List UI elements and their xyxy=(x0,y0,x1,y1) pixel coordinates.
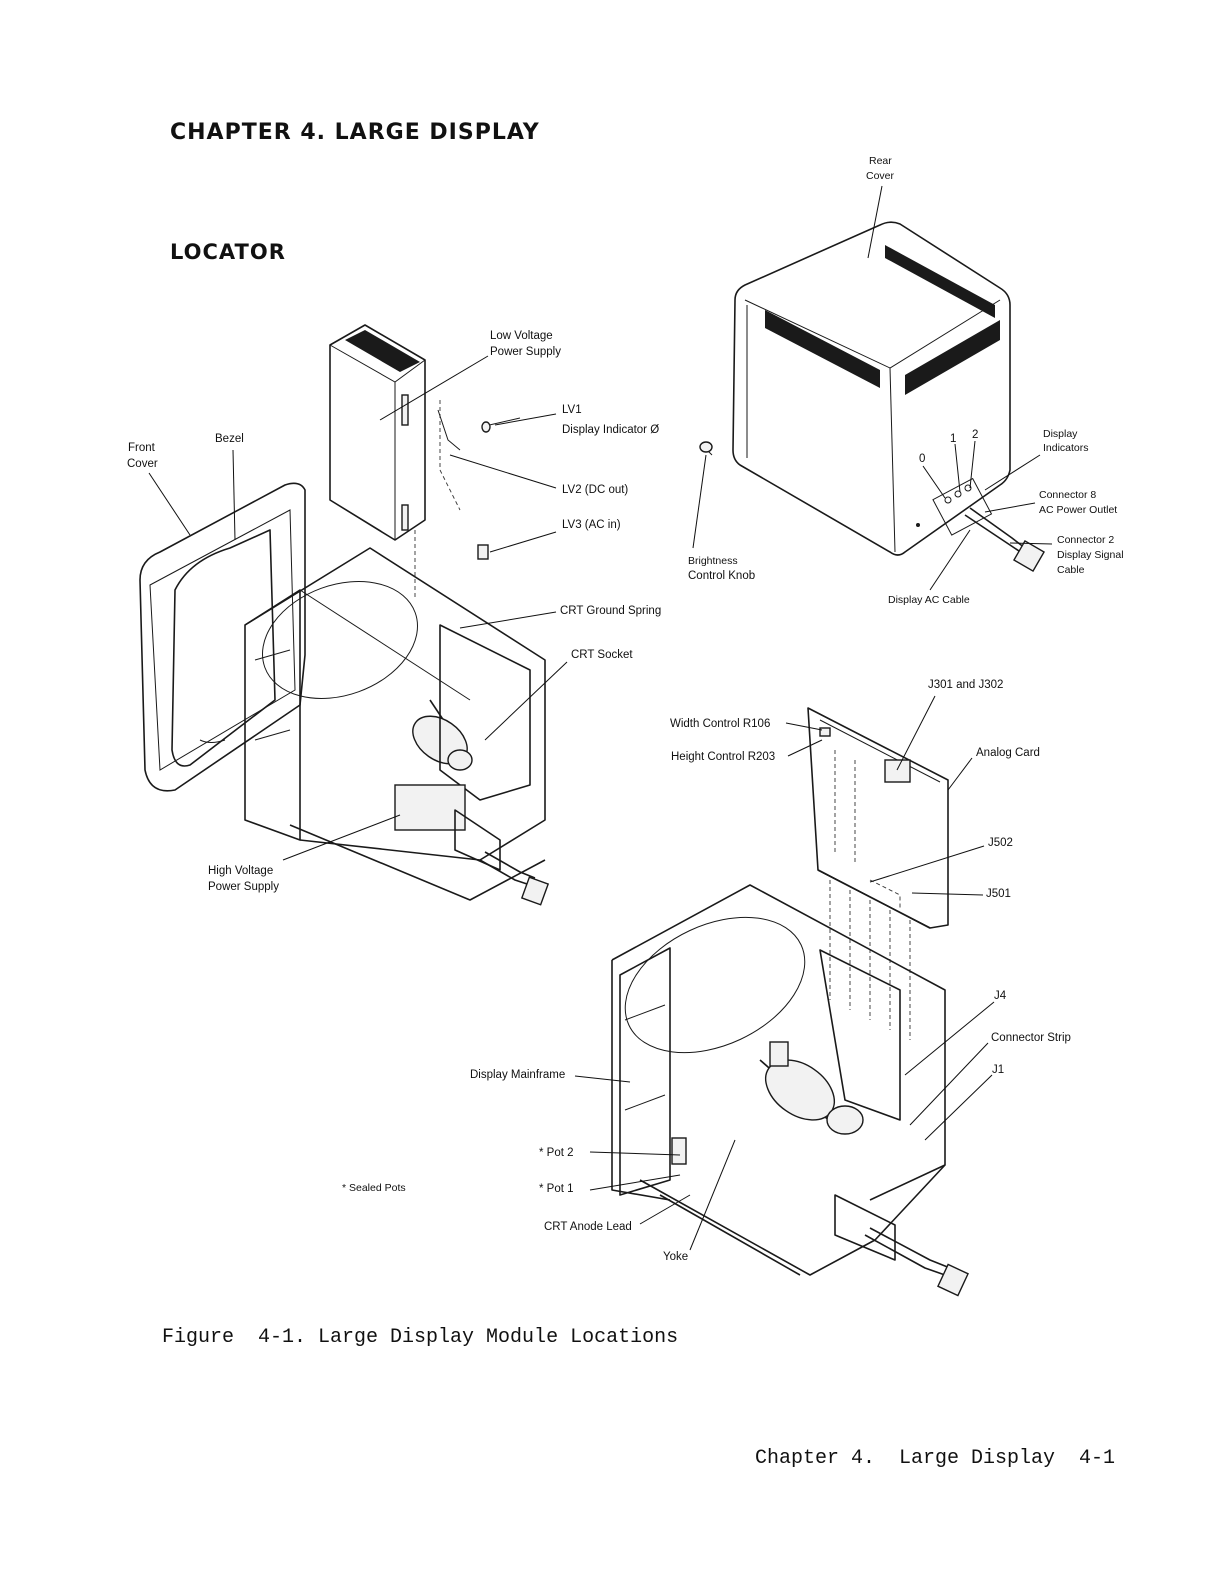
label-analog-card: Analog Card xyxy=(976,747,1040,759)
label-display-ac-cable: Display AC Cable xyxy=(888,594,970,606)
label-j4: J4 xyxy=(994,990,1007,1002)
label-j501: J501 xyxy=(986,888,1011,900)
low-voltage-power-supply-drawing xyxy=(329,324,521,600)
label-j1: J1 xyxy=(992,1064,1004,1076)
label-connector-strip: Connector Strip xyxy=(991,1032,1071,1044)
label-display-mainframe: Display Mainframe xyxy=(470,1069,565,1081)
label-pot2: * Pot 2 xyxy=(539,1147,574,1159)
label-brightness-1: Brightness xyxy=(688,555,738,567)
label-high-voltage-1: High Voltage xyxy=(208,865,273,877)
label-connector8-2: AC Power Outlet xyxy=(1039,504,1117,516)
label-j301-j302: J301 and J302 xyxy=(928,679,1003,691)
label-low-voltage-2: Power Supply xyxy=(490,346,561,358)
label-brightness-2: Control Knob xyxy=(688,570,755,582)
label-display-indicators-1: Display xyxy=(1043,428,1078,440)
label-pot1: * Pot 1 xyxy=(539,1183,574,1195)
label-lv1: LV1 xyxy=(562,404,582,416)
label-crt-socket: CRT Socket xyxy=(571,649,633,661)
label-height-control: Height Control R203 xyxy=(671,751,775,763)
label-connector2-3: Cable xyxy=(1057,564,1085,576)
label-width-control: Width Control R106 xyxy=(670,718,770,730)
label-rear-cover-2: Cover xyxy=(866,170,895,182)
label-rear-cover-1: Rear xyxy=(869,155,892,167)
label-front-cover-1: Front xyxy=(128,442,156,454)
label-lv2: LV2 (DC out) xyxy=(562,484,628,496)
display-assembly-left-drawing xyxy=(139,482,550,906)
label-low-voltage-1: Low Voltage xyxy=(490,330,553,342)
figure-caption: Figure 4-1. Large Display Module Locatio… xyxy=(162,1326,679,1349)
label-bezel: Bezel xyxy=(215,433,244,445)
chapter-heading: CHAPTER 4. LARGE DISPLAY xyxy=(170,120,540,145)
label-display-indicator: Display Indicator Ø xyxy=(562,424,659,436)
label-indicator-0: 0 xyxy=(919,453,925,465)
label-sealed-pots: * Sealed Pots xyxy=(342,1182,406,1194)
label-indicator-2: 2 xyxy=(972,429,978,441)
label-display-indicators-2: Indicators xyxy=(1043,442,1089,454)
rear-cover-drawing xyxy=(699,221,1045,572)
label-indicator-1: 1 xyxy=(950,433,956,445)
label-crt-anode-lead: CRT Anode Lead xyxy=(544,1221,632,1233)
label-connector8-1: Connector 8 xyxy=(1039,489,1096,501)
label-connector2-1: Connector 2 xyxy=(1057,534,1114,546)
figure-labels: Rear Cover Low Voltage Power Supply LV1 … xyxy=(127,155,1124,1263)
display-mainframe-drawing xyxy=(611,884,969,1297)
label-lv3: LV3 (AC in) xyxy=(562,519,621,531)
label-front-cover-2: Cover xyxy=(127,458,158,470)
analog-card-drawing xyxy=(807,707,949,1040)
label-connector2-2: Display Signal xyxy=(1057,549,1124,561)
section-heading: LOCATOR xyxy=(170,240,286,264)
page-footer: Chapter 4. Large Display 4-1 xyxy=(755,1447,1116,1470)
label-crt-ground-spring: CRT Ground Spring xyxy=(560,605,661,617)
label-yoke: Yoke xyxy=(663,1251,688,1263)
label-j502: J502 xyxy=(988,837,1013,849)
label-high-voltage-2: Power Supply xyxy=(208,881,279,893)
leader-lines xyxy=(148,185,1053,1251)
